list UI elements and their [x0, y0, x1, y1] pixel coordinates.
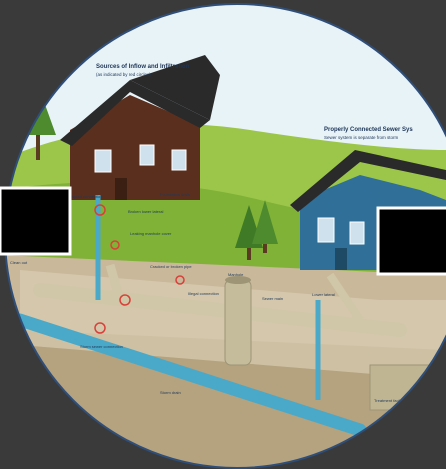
defect-circle [94, 322, 106, 334]
label-manhole-cover: Leaking manhole cover [130, 231, 172, 236]
label-illegal-connection: Illegal connection [188, 291, 219, 296]
treatment-box [369, 364, 431, 411]
redaction-box-right [376, 206, 446, 276]
label-broken-lateral: Broken lower lateral [128, 209, 163, 214]
defect-markers [94, 204, 185, 334]
defect-circle [94, 204, 106, 216]
subtitle-left: (as indicated by red circles) [96, 72, 151, 77]
label-cracked-pipe: Cracked or broken pipe [150, 264, 192, 269]
storm-drain-pipe [13, 313, 367, 437]
label-clean-out: Clean out [10, 260, 28, 265]
storm-pipes [13, 195, 367, 437]
label-storm-drain: Storm drain [160, 390, 181, 395]
label-manhole: Manhole [228, 272, 244, 277]
house-left [60, 55, 220, 200]
defect-circle [175, 275, 185, 285]
subtitle-right: Sewer system is separate from storm [324, 135, 399, 140]
defect-circle [119, 294, 131, 306]
label-sewer-main: Sewer main [262, 296, 283, 301]
title-left: Sources of Inflow and Infiltration [96, 64, 190, 70]
label-storm-connection: Storm sewer connection [80, 344, 123, 349]
redaction-box-left [0, 186, 72, 256]
label-lower-lateral: Lower lateral [312, 292, 335, 297]
sewer-lateral-right [326, 272, 364, 323]
tree-middle-2 [252, 200, 278, 253]
title-right: Properly Connected Sewer Sys [324, 127, 413, 133]
sewer-lateral [105, 263, 125, 302]
label-treatment: Treatment facility [374, 398, 404, 403]
defect-circle [110, 240, 120, 250]
manhole [224, 279, 252, 366]
label-foundation-drain: Foundation drain [160, 192, 190, 197]
label-downspout: Downspout connection [62, 194, 102, 199]
